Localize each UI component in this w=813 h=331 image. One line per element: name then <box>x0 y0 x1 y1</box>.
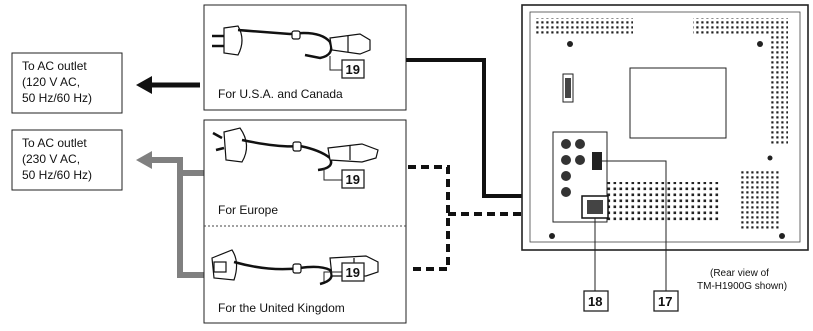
outlet-120-line3: 50 Hz/60 Hz) <box>22 91 92 105</box>
callout-19-uk: 19 <box>323 262 365 282</box>
cord-label-europe: For Europe <box>218 203 278 217</box>
callout-19-europe-number: 19 <box>346 172 360 187</box>
callout-19-europe: 19 <box>323 168 365 189</box>
outlet-230-line1: To AC outlet <box>22 136 87 150</box>
callout-17: 17 <box>602 160 679 312</box>
cord-label-usa: For U.S.A. and Canada <box>218 87 343 101</box>
outlet-230-line3: 50 Hz/60 Hz) <box>22 168 92 182</box>
cord-box-usa <box>203 4 407 111</box>
caption-line2: TM-H1900G shown) <box>697 281 787 292</box>
monitor-rear-view <box>521 4 809 251</box>
callout-19-uk-number: 19 <box>346 265 360 280</box>
callout-17-number: 17 <box>658 294 672 309</box>
outlet-box-230v: To AC outlet (230 V AC, 50 Hz/60 Hz) <box>11 129 123 191</box>
arrow-230v <box>136 151 204 278</box>
callout-19-usa: 19 <box>329 56 365 79</box>
usa-plug-icon <box>212 25 371 60</box>
callout-18-number: 18 <box>588 294 602 309</box>
europe-plug-icon <box>212 127 379 172</box>
outlet-box-120v: To AC outlet (120 V AC, 50 Hz/60 Hz) <box>11 52 123 114</box>
callout-18: 18 <box>583 218 609 312</box>
outlet-120-line1: To AC outlet <box>22 59 87 73</box>
caption-line1: (Rear view of <box>710 268 769 279</box>
outlet-120-line2: (120 V AC, <box>22 75 80 89</box>
outlet-230-line2: (230 V AC, <box>22 152 80 166</box>
arrow-120v <box>136 76 200 94</box>
callout-19-usa-number: 19 <box>346 62 360 77</box>
cord-label-uk: For the United Kingdom <box>218 301 345 315</box>
